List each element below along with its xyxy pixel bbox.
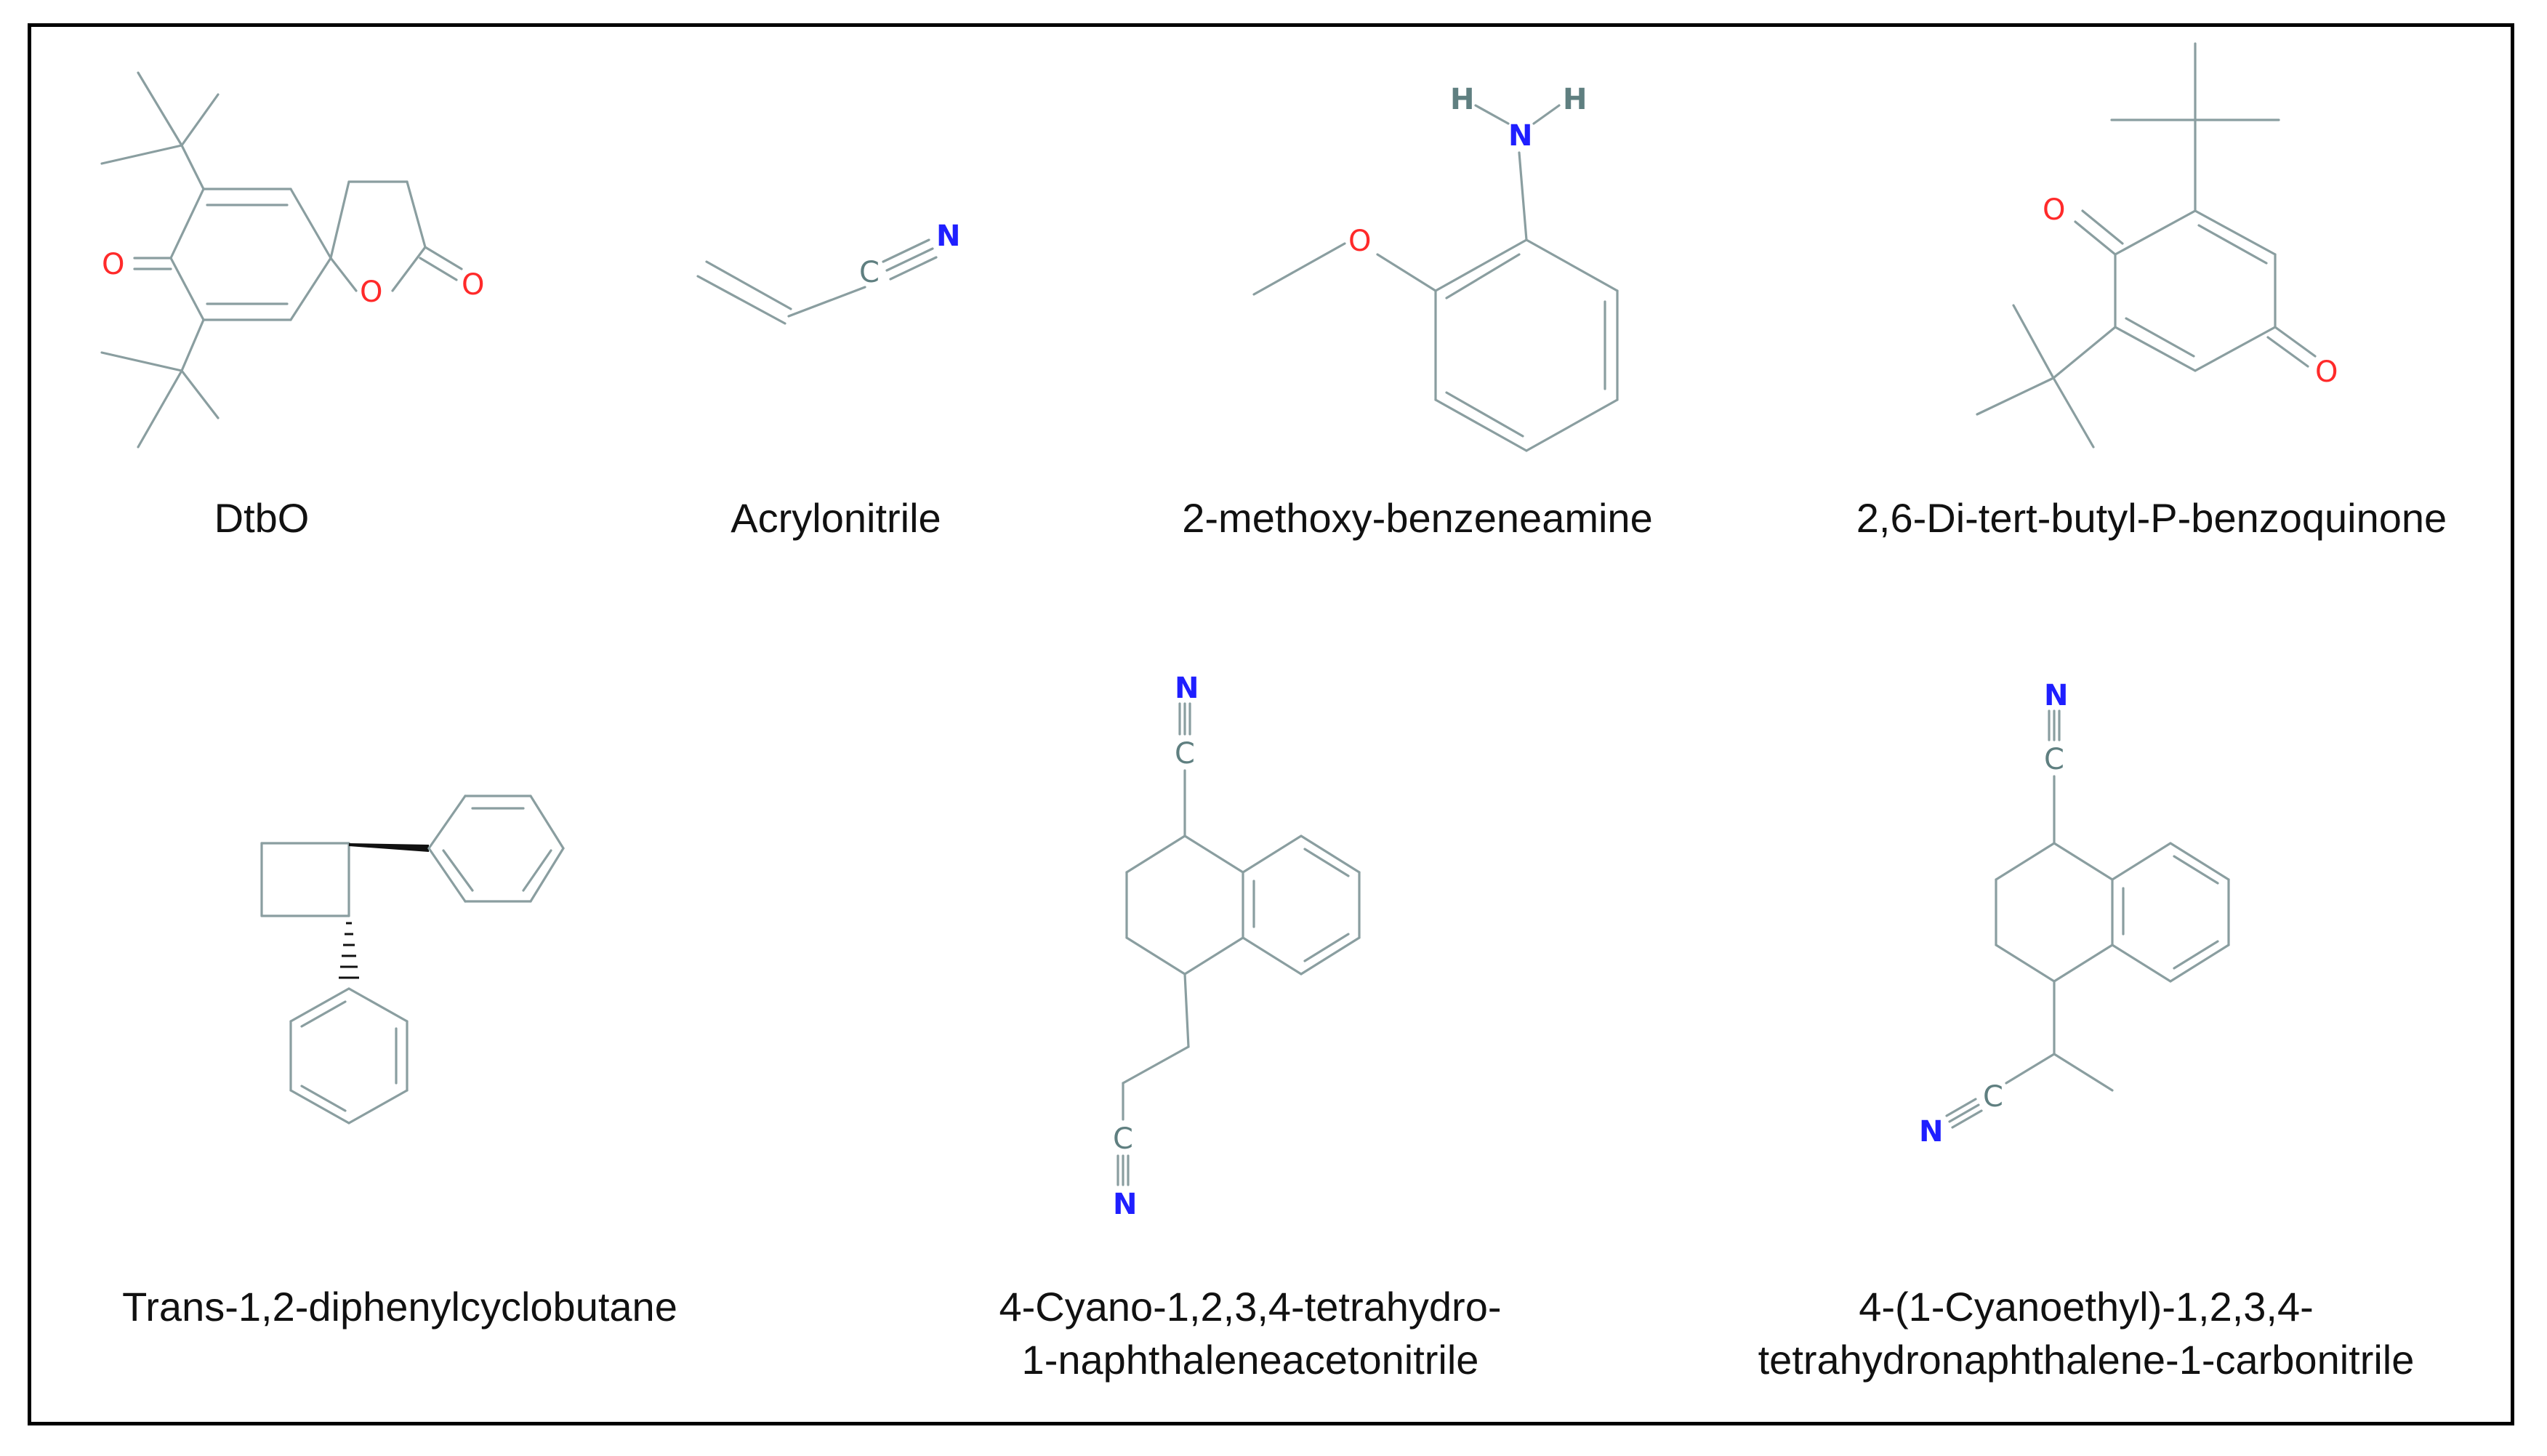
oxygen-atom: O (102, 248, 124, 281)
carbon-atom: C (1983, 1080, 2003, 1114)
diphenylcyclobutane-structure (260, 795, 565, 1125)
nitrogen-atom: N (1508, 119, 1532, 153)
nitrogen-atom: N (1113, 1188, 1137, 1221)
oxygen-atom: O (360, 275, 382, 309)
benzoquinone-structure: O O (1976, 42, 2338, 449)
methoxy-benzeneamine-structure: H H N O (1252, 83, 1619, 452)
cyanoethyl-structure: N C C N (1919, 679, 2230, 1149)
carbon-atom: C (859, 256, 880, 289)
oxygen-atom: O (462, 268, 484, 302)
cyanoethyl-label-line1: 4-(1-Cyanoethyl)-1,2,3,4- (1859, 1284, 2314, 1330)
hydrogen-atom: H (1450, 83, 1474, 116)
oxygen-atom: O (2043, 193, 2065, 227)
naphthaleneacetonitrile-structure: N C C N (1113, 672, 1361, 1221)
acrylonitrile-label: Acrylonitrile (731, 495, 941, 541)
oxygen-atom: O (1348, 225, 1371, 258)
cyanoethyl-label-line2: tetrahydronaphthalene-1-carbonitrile (1758, 1337, 2415, 1383)
nitrogen-atom: N (936, 220, 960, 253)
dtbo-label: DtbO (214, 495, 310, 541)
carbon-atom: C (1113, 1122, 1133, 1156)
nitrogen-atom: N (1919, 1115, 1943, 1149)
nitrogen-atom: N (1175, 672, 1199, 705)
acrylonitrile-structure: C N (696, 220, 960, 325)
nitrogen-atom: N (2044, 679, 2068, 712)
naphthaleneacetonitrile-label-line1: 4-Cyano-1,2,3,4-tetrahydro- (999, 1284, 1502, 1330)
oxygen-atom: O (2315, 355, 2338, 389)
hydrogen-atom: H (1563, 83, 1587, 116)
diphenylcyclobutane-label: Trans-1,2-diphenylcyclobutane (122, 1284, 677, 1330)
carbon-atom: C (2044, 743, 2064, 776)
carbon-atom: C (1175, 737, 1195, 771)
benzoquinone-label: 2,6-Di-tert-butyl-P-benzoquinone (1856, 495, 2447, 541)
naphthaleneacetonitrile-label-line2: 1-naphthaleneacetonitrile (1021, 1337, 1479, 1383)
methoxy-benzeneamine-label: 2-methoxy-benzeneamine (1182, 495, 1653, 541)
dtbo-structure: O O O (100, 71, 484, 449)
